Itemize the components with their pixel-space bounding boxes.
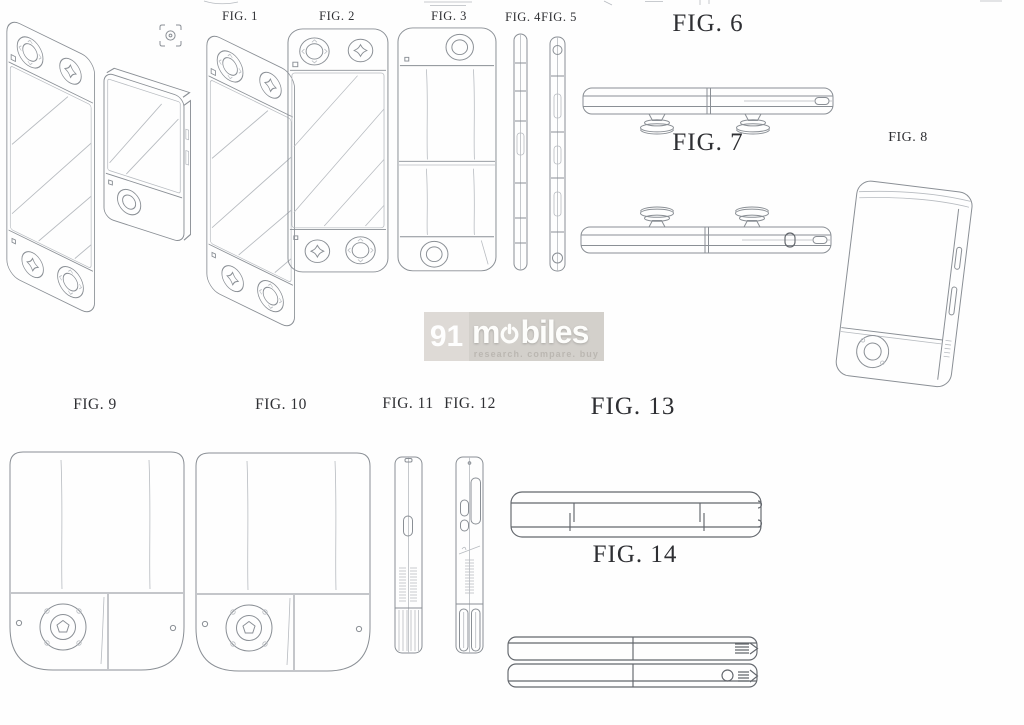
fig13-label: FIG. 13: [590, 393, 676, 420]
fig3-drawing: [397, 27, 497, 272]
fig13-drawing: [510, 491, 763, 538]
cropped-left-folded-device: [103, 67, 191, 242]
fig10-drawing: [195, 452, 371, 672]
fig7-label: FIG. 7: [672, 129, 744, 156]
fig3-label: FIG. 3: [431, 9, 467, 23]
watermark-91mobiles: 91 m biles research. compare. buy: [424, 312, 604, 361]
fig2-drawing: [288, 29, 388, 272]
fig8-label: FIG. 8: [888, 130, 928, 145]
cropped-left-tilted-phone: [7, 17, 95, 316]
fig5-label: FIG. 5: [541, 10, 577, 24]
fig12-label: FIG. 12: [444, 395, 496, 412]
fig5-drawing: [549, 36, 566, 272]
scan-focus-icon: [159, 24, 182, 47]
fig11-drawing: [394, 456, 423, 654]
fig9-drawing: [9, 451, 185, 671]
watermark-tagline: research. compare. buy: [473, 349, 599, 359]
fig2-label: FIG. 2: [319, 9, 355, 23]
fig1-drawing: [207, 31, 295, 330]
fig8-drawing: [835, 180, 973, 388]
brand-word-after: biles: [520, 314, 589, 350]
fig7-drawing: [580, 206, 832, 254]
top-edge-fragments: [203, 0, 1002, 6]
fig12-drawing: [455, 456, 484, 654]
watermark-badge: 91: [424, 312, 469, 361]
power-icon: [501, 323, 519, 343]
fig4-label: FIG. 4: [505, 10, 541, 24]
brand-word-before: m: [472, 314, 500, 350]
fig14-label: FIG. 14: [592, 541, 678, 568]
fig6-drawing: [582, 87, 834, 135]
fig9-label: FIG. 9: [73, 396, 117, 413]
fig4-drawing: [513, 33, 528, 271]
fig11-label: FIG. 11: [382, 395, 434, 412]
fig10-label: FIG. 10: [255, 396, 307, 413]
watermark-brand-word: m biles: [472, 312, 589, 352]
watermark-body: m biles research. compare. buy: [469, 312, 604, 361]
fig6-label: FIG. 6: [672, 10, 744, 37]
fig14-drawing: [507, 636, 759, 688]
fig1-label: FIG. 1: [222, 9, 258, 23]
